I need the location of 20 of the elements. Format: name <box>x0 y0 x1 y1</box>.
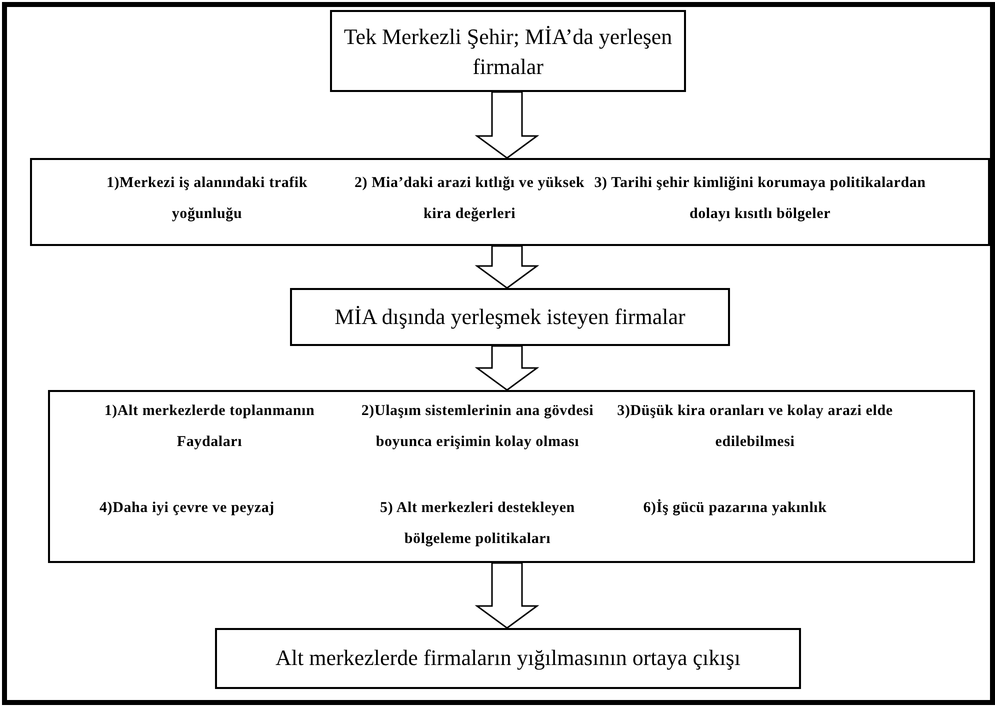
list-item-text: 2)Ulaşım sistemlerinin ana gövdesi boyunca erişimin kolay olması <box>360 402 595 452</box>
block-arrow <box>474 345 540 391</box>
process-box <box>290 288 730 346</box>
process-box <box>48 390 975 563</box>
box-text: MİA dışında yerleşmek isteyen firmalar <box>334 303 686 331</box>
process-box <box>215 628 801 689</box>
process-box <box>330 10 686 92</box>
block-arrow <box>474 245 540 289</box>
list-item-text: 6)İş gücü pazarına yakınlık <box>642 498 828 518</box>
process-box <box>30 158 990 246</box>
block-arrow <box>474 562 540 629</box>
list-item-text: 2) Mia’daki arazi kıtlığı ve yüksek kira değerleri <box>353 174 586 224</box>
list-item-text: 4)Daha iyi çevre ve peyzaj <box>98 499 276 518</box>
list-item-text: 1)Merkezi iş alanındaki trafik yoğunluğu <box>105 174 309 224</box>
box-text: Tek Merkezli Şehir; MİA’da yerleşen firmalar <box>342 23 674 81</box>
list-item-text: 1)Alt merkezlerde toplanmanın Faydaları <box>103 402 316 452</box>
list-item-text: 3)Düşük kira oranları ve kolay arazi elde edilebilmesi <box>616 402 894 452</box>
list-item-text: 5) Alt merkezleri destekleyen bölgeleme politikaları <box>379 499 576 549</box>
block-arrow <box>474 91 540 159</box>
box-text: Alt merkezlerde firmaların yığılmasının ortaya çıkışı <box>274 644 742 672</box>
